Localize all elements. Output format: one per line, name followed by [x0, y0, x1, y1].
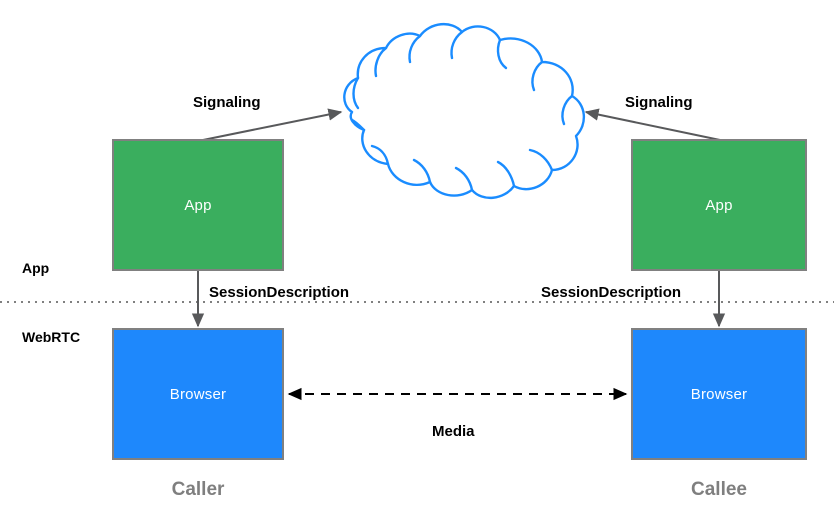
callee-sessiondescription-label: SessionDescription: [541, 284, 682, 301]
caller-browser-box[interactable]: Browser: [112, 328, 284, 460]
callee-app-box[interactable]: App: [631, 139, 807, 271]
callee-app-label: App: [705, 196, 733, 214]
caller-signaling-label: Signaling: [193, 94, 261, 111]
layer-label-app: App: [22, 260, 50, 276]
role-label-caller: Caller: [171, 479, 225, 500]
caller-browser-label: Browser: [169, 385, 227, 403]
signaling-cloud-icon: [343, 23, 585, 199]
layer-label-webrtc: WebRTC: [22, 329, 81, 345]
caller-app-box[interactable]: App: [112, 139, 284, 271]
caller-signaling-arrow: [202, 108, 343, 141]
callee-signaling-arrow: [584, 108, 721, 141]
callee-browser-box[interactable]: Browser: [631, 328, 807, 460]
callee-browser-label: Browser: [690, 385, 748, 403]
caller-sessiondescription-label: SessionDescription: [209, 284, 350, 301]
media-label: Media: [432, 423, 475, 440]
callee-signaling-label: Signaling: [625, 94, 693, 111]
role-label-callee: Callee: [691, 479, 747, 500]
caller-app-label: App: [184, 196, 212, 214]
